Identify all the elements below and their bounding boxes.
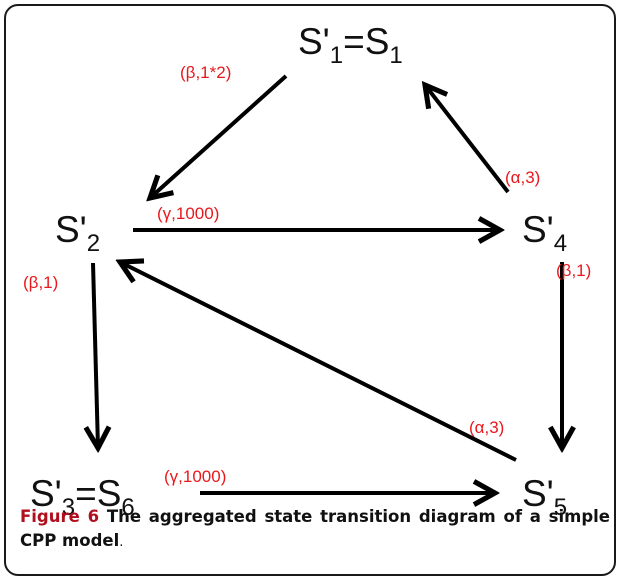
- edge-s1-to-s2: [150, 74, 288, 198]
- edge-label-s4-to-s1: (α,3): [505, 168, 540, 187]
- node-s3: S'3=S6: [30, 473, 135, 521]
- edge-s5-to-s2: [120, 262, 517, 462]
- figure-caption: Figure 6 The aggregated state transition…: [20, 505, 610, 555]
- edge-label-s2-to-s4: (γ,1000): [157, 204, 219, 223]
- figure-caption-period: .: [119, 535, 124, 550]
- edge-s4-to-s1: [425, 85, 510, 194]
- edge-label-s5-to-s2: (α,3): [469, 418, 504, 437]
- edge-label-s1-to-s2: (β,1*2): [180, 63, 231, 82]
- node-s2: S'2: [55, 209, 100, 257]
- edge-label-s3-to-s5: (γ,1000): [164, 467, 226, 486]
- edge-label-s2-to-s3: (β,1): [23, 273, 58, 292]
- edge-label-s4-to-s5: (β,1): [556, 261, 591, 280]
- figure-frame: [4, 4, 616, 576]
- node-s5: S'5: [522, 473, 567, 521]
- figure-label: Figure 6: [20, 507, 100, 526]
- figure-caption-text: The aggregated state transition diagram …: [20, 507, 610, 550]
- node-s1: S'1=S1: [298, 21, 403, 69]
- node-s4: S'4: [522, 209, 567, 257]
- edge-s2-to-s3: [93, 262, 98, 448]
